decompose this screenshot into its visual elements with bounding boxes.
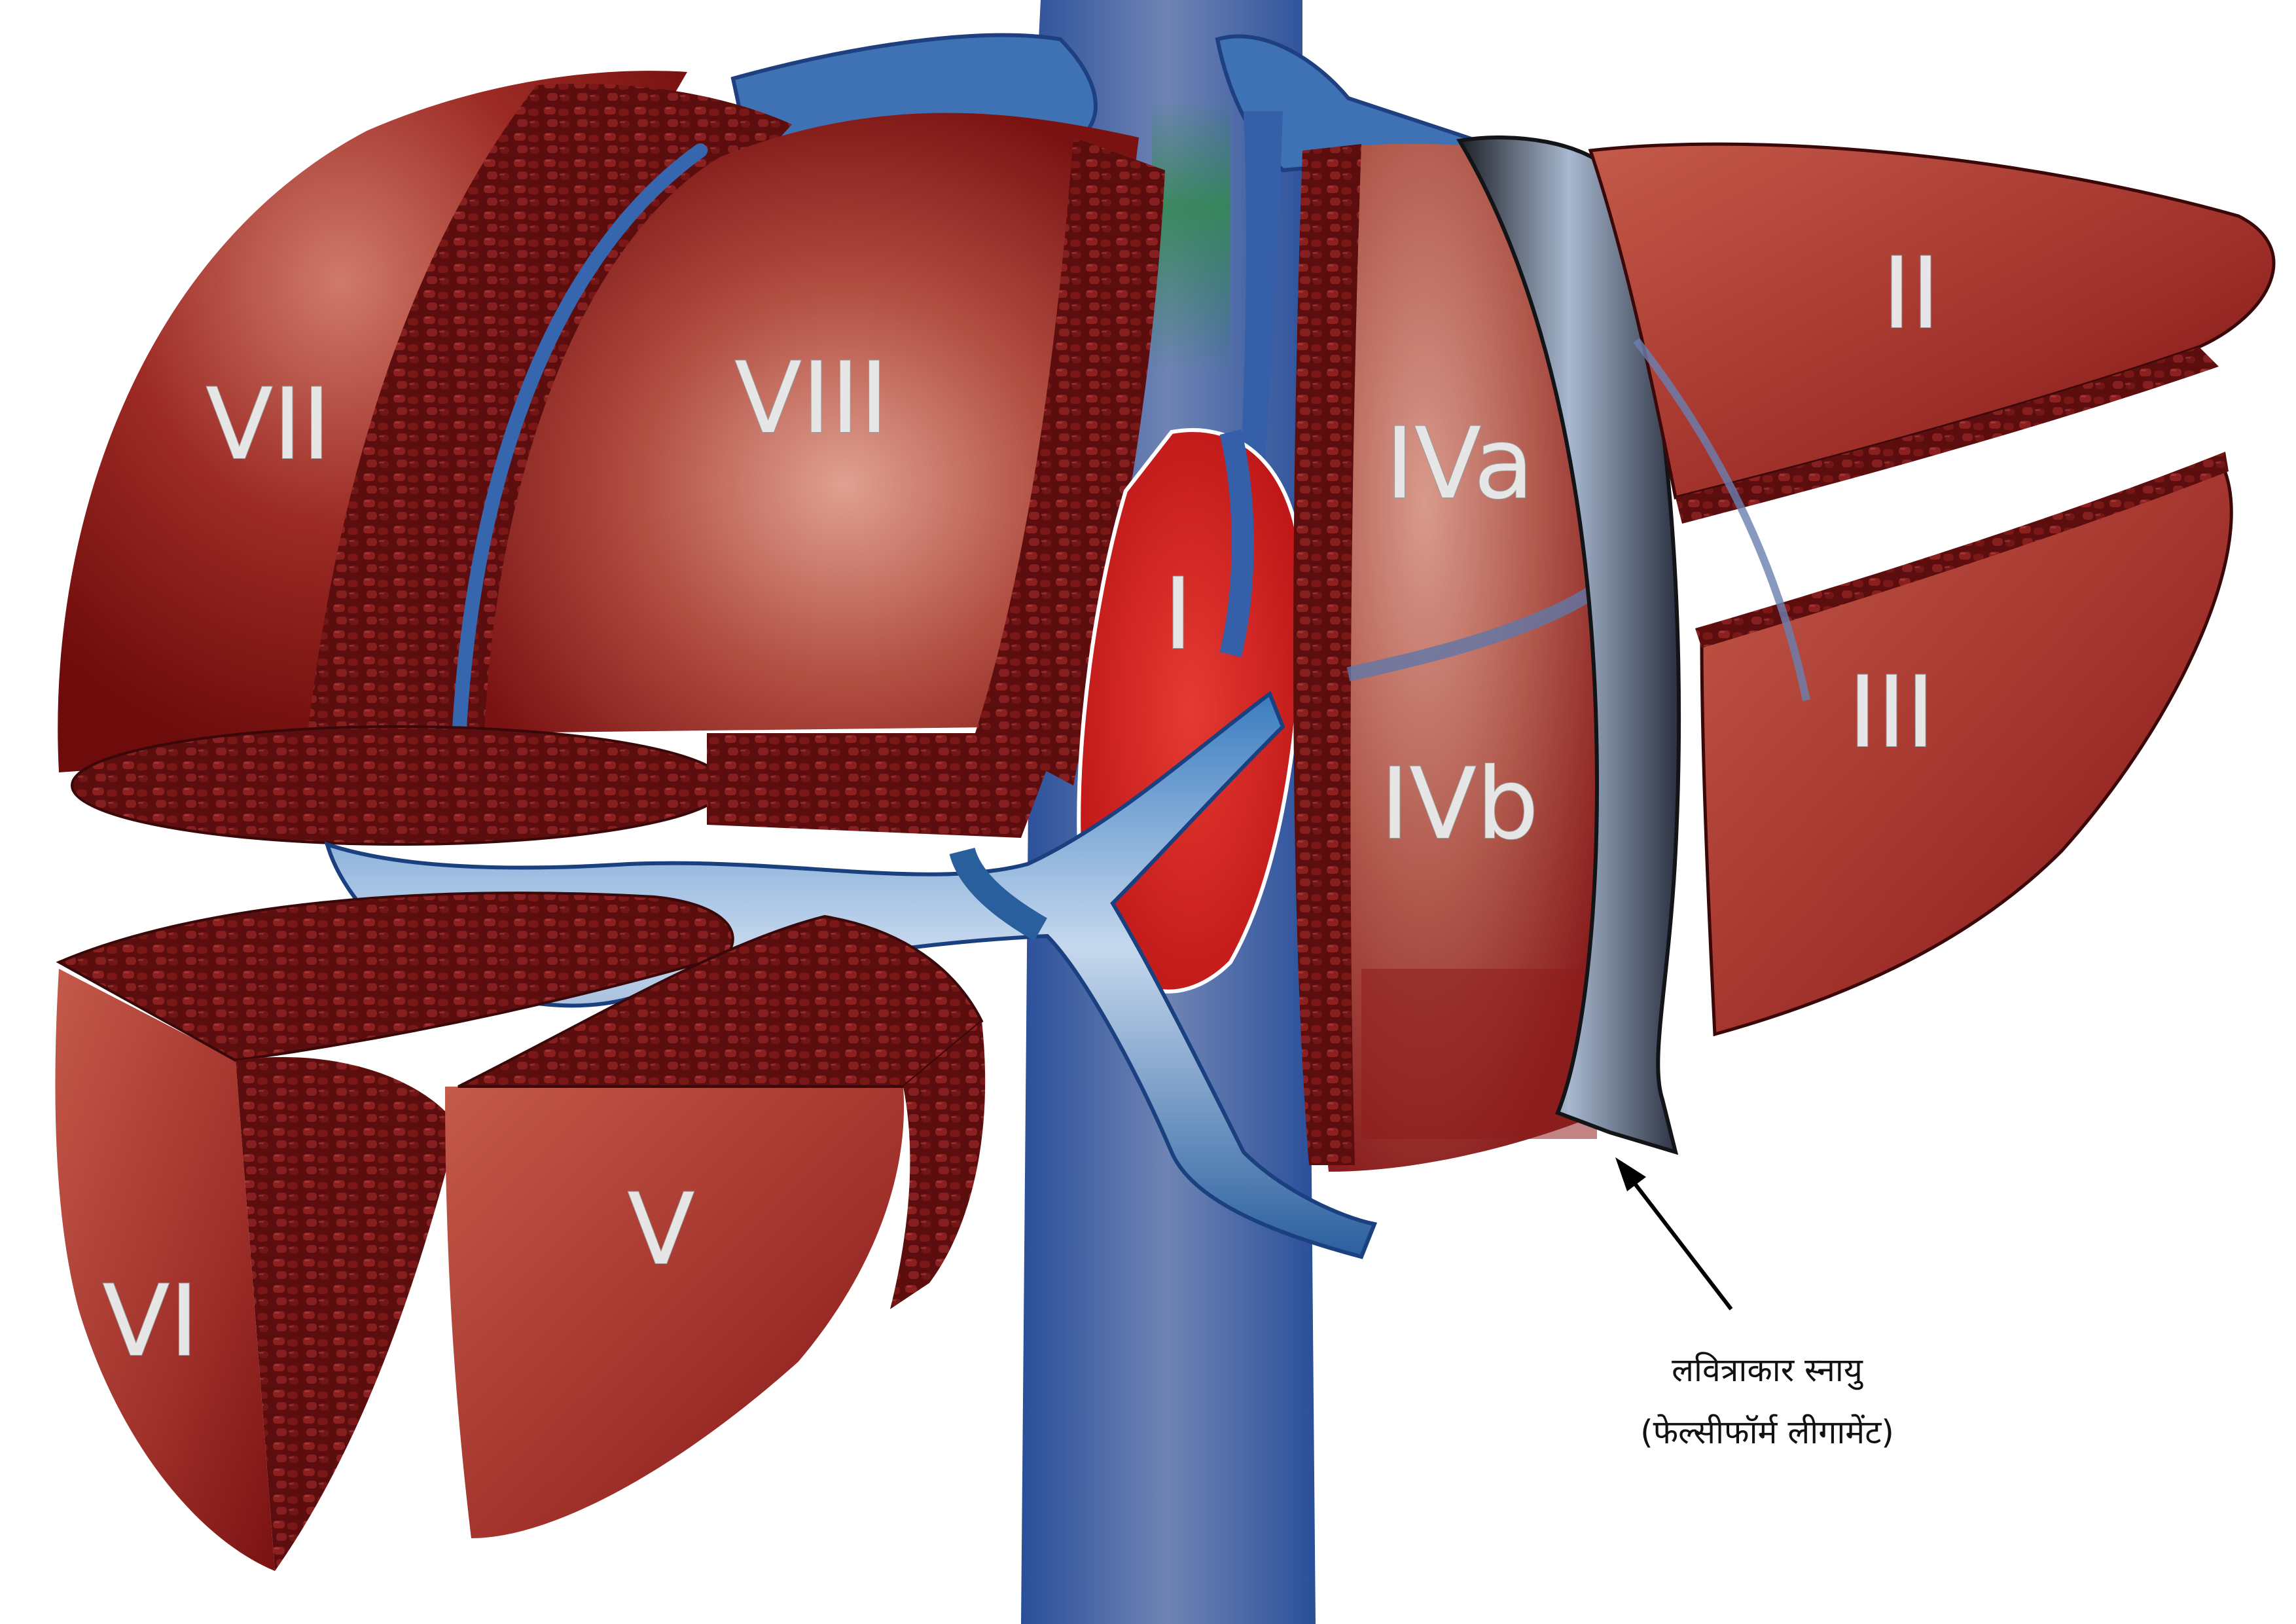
annotation-arrow [1615,1157,1733,1310]
segment-v [445,914,986,1538]
segment-label-vii: VII [206,368,331,482]
segment-label-iva: IVa [1385,407,1534,521]
segment-label-ii: II [1882,237,1940,351]
segment-vi [55,892,734,1571]
segment-label-vi: VI [103,1265,199,1379]
segment-label-v: V [628,1173,695,1287]
segment-viii [451,113,1165,785]
segment-label-i: I [1164,558,1193,672]
segment-label-ivb: IVb [1380,748,1539,861]
segment-iii [1633,338,2233,1037]
segment-ii [1588,142,2276,524]
segment-iv [1293,143,1604,1172]
segment-label-iii: III [1848,656,1935,770]
annotation-line-2: (फेल्सीफॉर्म लीगामेंट) [1640,1413,1894,1451]
annotation-line-1: लवित्राकार स्नायु [1672,1351,1863,1390]
segment-label-viii: VIII [734,342,888,456]
cut-surface-upper [71,725,1060,846]
portal-vein [324,691,1378,1259]
